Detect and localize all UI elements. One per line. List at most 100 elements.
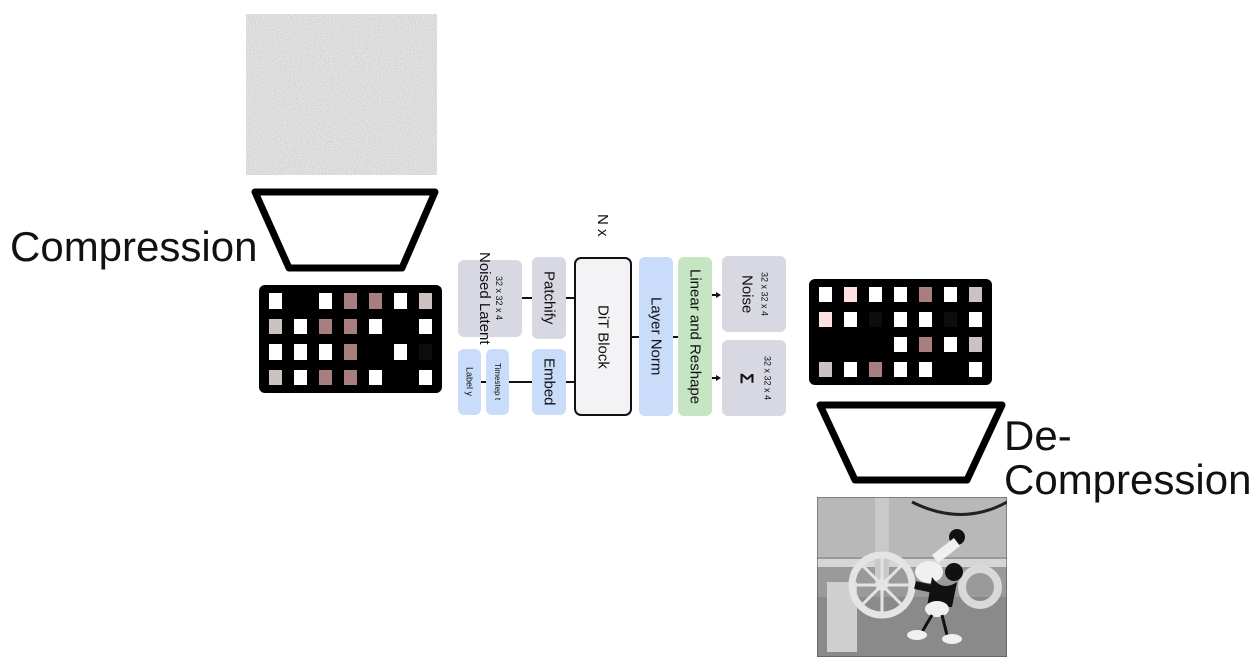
noised-latent-box: Noised Latent 32 x 32 x 4 — [458, 252, 522, 345]
latent-cell — [319, 344, 332, 360]
latent-cell — [369, 318, 382, 334]
latent-cell — [919, 362, 932, 377]
latent-cell — [969, 362, 982, 377]
compression-funnel-icon — [251, 188, 439, 272]
latent-cell — [869, 362, 882, 377]
latent-cell — [269, 318, 282, 334]
decompression-label: De- Compression — [1004, 414, 1251, 502]
latent-cell — [819, 312, 832, 327]
latent-cell — [419, 344, 432, 360]
latent-cell — [844, 337, 857, 352]
patchify-box: Patchify — [532, 257, 566, 339]
steamboat-willie-frame — [817, 497, 1007, 657]
latent-cell — [344, 369, 357, 385]
sigma-output-box: Σ 32 x 32 x 4 — [722, 340, 786, 416]
decompression-label-line1: De- — [1004, 412, 1072, 459]
noise-image — [246, 14, 437, 175]
input-latent-grid — [259, 285, 442, 393]
latent-cell — [394, 293, 407, 309]
latent-cell — [844, 287, 857, 302]
dit-block-label: DiT Block — [594, 304, 612, 369]
arrow-right-icon — [716, 375, 721, 381]
latent-cell — [394, 344, 407, 360]
decompression-label-line2: Compression — [1004, 456, 1252, 503]
connector-line — [632, 336, 639, 338]
latent-cell — [344, 293, 357, 309]
latent-cell — [819, 337, 832, 352]
latent-cell — [969, 287, 982, 302]
latent-cell — [394, 369, 407, 385]
sigma-output-shape: 32 x 32 x 4 — [762, 355, 773, 401]
latent-cell — [294, 318, 307, 334]
latent-cell — [369, 369, 382, 385]
latent-cell — [894, 287, 907, 302]
latent-cell — [369, 293, 382, 309]
sigma-output-title: Σ — [736, 372, 757, 384]
connector-line — [481, 381, 486, 383]
patchify-label: Patchify — [540, 271, 558, 325]
latent-cell — [319, 369, 332, 385]
latent-cell — [344, 318, 357, 334]
latent-cell — [419, 369, 432, 385]
linear-reshape-box: Linear and Reshape — [678, 257, 712, 416]
label-y-text: Label y — [464, 367, 475, 397]
noise-output-title: Noise — [738, 274, 756, 314]
latent-cell — [269, 344, 282, 360]
latent-cell — [894, 312, 907, 327]
latent-cell — [869, 337, 882, 352]
arrow-line — [712, 377, 717, 379]
layer-norm-box: Layer Norm — [639, 257, 673, 416]
latent-cell — [894, 337, 907, 352]
noised-latent-shape: 32 x 32 x 4 — [494, 276, 504, 321]
latent-cell — [844, 362, 857, 377]
latent-cell — [819, 362, 832, 377]
connector-line — [522, 297, 532, 299]
embed-label: Embed — [540, 358, 558, 406]
latent-cell — [969, 312, 982, 327]
latent-cell — [944, 362, 957, 377]
latent-cell — [269, 293, 282, 309]
latent-cell — [369, 344, 382, 360]
latent-cell — [319, 318, 332, 334]
latent-cell — [294, 369, 307, 385]
compression-label: Compression — [10, 223, 258, 270]
linear-reshape-label: Linear and Reshape — [686, 268, 704, 405]
dit-block-box: DiT Block — [574, 257, 632, 416]
noised-latent-title: Noised Latent — [476, 252, 493, 345]
latent-cell — [819, 287, 832, 302]
latent-cell — [319, 293, 332, 309]
latent-cell — [969, 337, 982, 352]
arrow-line — [712, 294, 717, 296]
output-latent-grid — [809, 279, 992, 385]
noise-output-shape: 32 x 32 x 4 — [759, 271, 770, 317]
latent-cell — [919, 337, 932, 352]
latent-cell — [944, 312, 957, 327]
timestep-t-text: Timestep t — [493, 363, 502, 401]
latent-cell — [944, 337, 957, 352]
latent-cell — [394, 318, 407, 334]
latent-cell — [419, 293, 432, 309]
latent-cell — [294, 344, 307, 360]
latent-cell — [869, 312, 882, 327]
latent-cell — [294, 293, 307, 309]
latent-cell — [419, 318, 432, 334]
connector-line — [566, 381, 574, 383]
latent-cell — [844, 312, 857, 327]
latent-cell — [919, 287, 932, 302]
decompression-funnel-icon — [816, 401, 1006, 484]
connector-line — [566, 297, 574, 299]
embed-box: Embed — [532, 349, 566, 415]
latent-cell — [344, 344, 357, 360]
timestep-t-box: Timestep t — [486, 349, 509, 415]
repeat-n-label: N x — [594, 214, 611, 237]
layer-norm-label: Layer Norm — [647, 297, 665, 376]
latent-cell — [944, 287, 957, 302]
arrow-right-icon — [716, 292, 721, 298]
label-y-box: Label y — [458, 349, 481, 415]
noise-output-box: Noise 32 x 32 x 4 — [722, 256, 786, 332]
connector-line — [673, 336, 678, 338]
latent-cell — [269, 369, 282, 385]
connector-line — [509, 381, 532, 383]
latent-cell — [919, 312, 932, 327]
latent-cell — [894, 362, 907, 377]
